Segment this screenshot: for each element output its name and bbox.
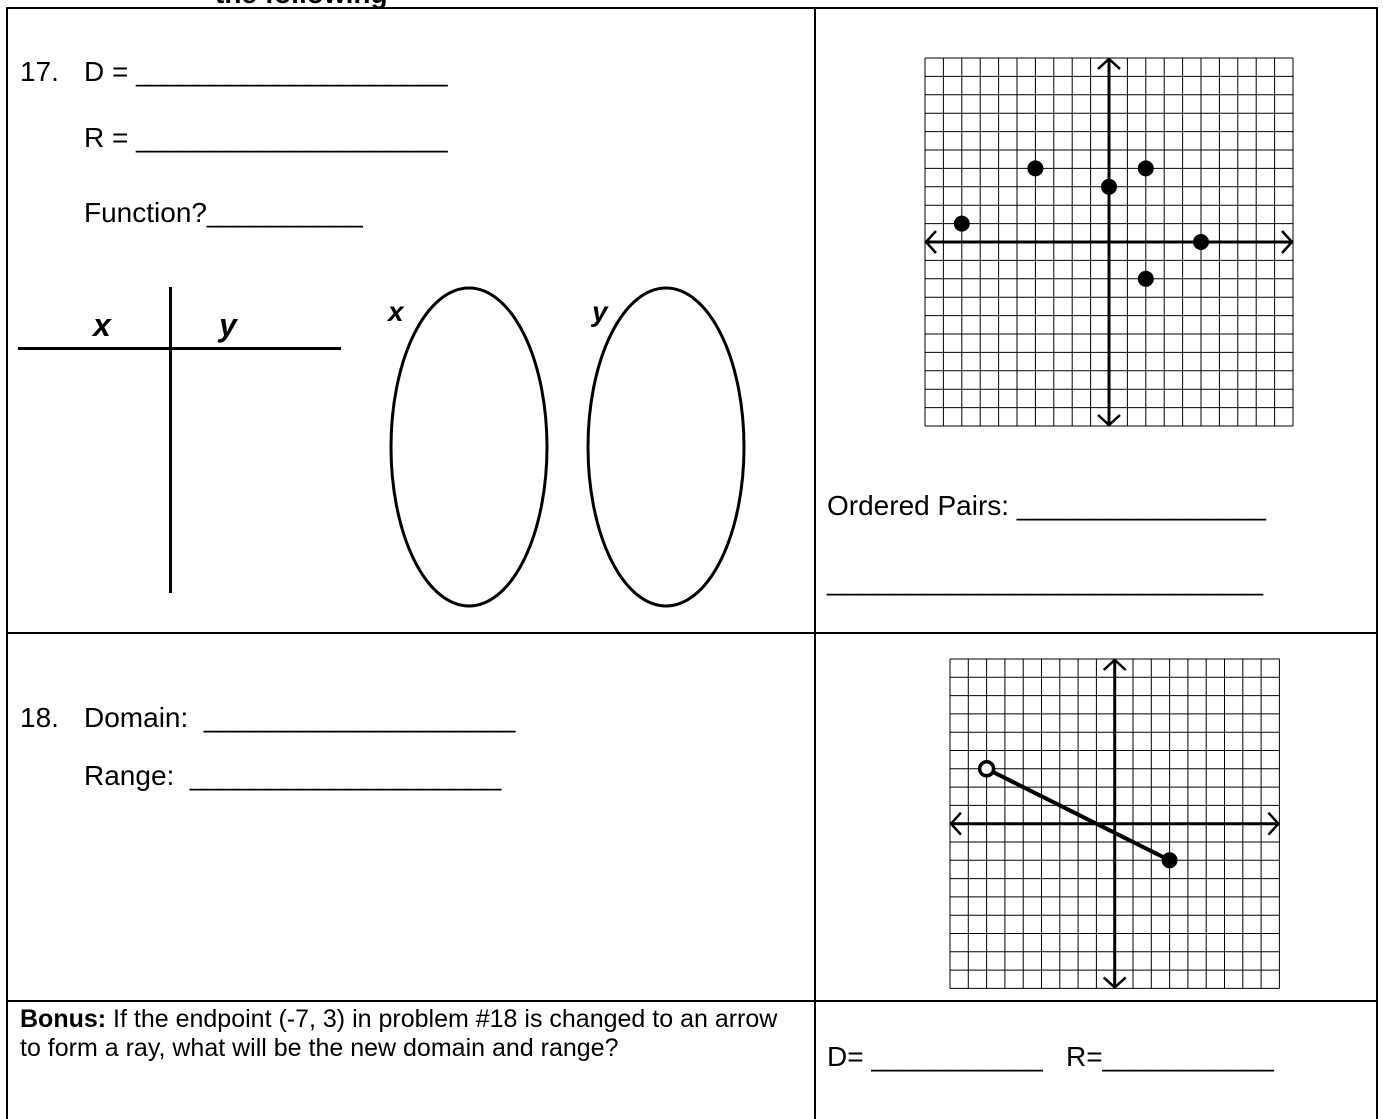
axes bbox=[949, 658, 1281, 990]
axes bbox=[924, 57, 1294, 427]
open-endpoint bbox=[977, 760, 996, 778]
x-axis-right-arrow bbox=[1281, 230, 1294, 254]
problem-17-domain-line: D = ____________________ bbox=[84, 56, 448, 87]
plotted-point bbox=[1137, 160, 1154, 177]
table-border-left bbox=[6, 7, 8, 1119]
closed-endpoint bbox=[1161, 852, 1178, 869]
bonus-text: If the endpoint (-7, 3) in problem #18 i… bbox=[20, 1005, 778, 1062]
t-chart-header-x: x bbox=[93, 307, 111, 343]
plotted-point bbox=[1137, 270, 1154, 287]
mapping-label-x: x bbox=[388, 296, 404, 327]
t-chart-vertical-line bbox=[169, 287, 172, 593]
problem-17-number: 17. bbox=[20, 56, 59, 87]
plotted-point bbox=[1027, 160, 1044, 177]
t-chart-horizontal-line bbox=[18, 347, 341, 350]
bonus-label: Bonus: bbox=[20, 1005, 107, 1033]
t-chart-header-y: y bbox=[219, 307, 237, 343]
mapping-oval-y bbox=[586, 286, 746, 608]
problem-18-range-line: Range: ____________________ bbox=[84, 760, 502, 791]
problem-18-number: 18. bbox=[20, 702, 59, 733]
y-axis-bottom-arrow bbox=[1097, 414, 1121, 427]
bonus-answer-line: D= ___________ R=___________ bbox=[827, 1041, 1274, 1072]
problem-18-domain-line: Domain: ____________________ bbox=[84, 702, 516, 733]
y-axis-bottom-arrow bbox=[1102, 976, 1127, 990]
y-axis-top-arrow bbox=[1102, 658, 1127, 671]
problem-17-function-line: Function?__________ bbox=[84, 197, 363, 228]
page-header-partial: the following bbox=[215, 0, 388, 10]
table-border-row2 bbox=[6, 1000, 1378, 1002]
x-axis-left-arrow bbox=[924, 230, 937, 254]
y-axis-top-arrow bbox=[1097, 57, 1121, 70]
table-border-top bbox=[6, 7, 1378, 9]
table-border-middle bbox=[814, 7, 816, 1119]
table-border-row1 bbox=[6, 632, 1378, 634]
plotted-point bbox=[953, 215, 970, 232]
ordered-pairs-line-2: ____________________________ bbox=[827, 565, 1264, 596]
plotted-point bbox=[1193, 234, 1209, 250]
x-axis-right-arrow bbox=[1267, 811, 1281, 836]
x-axis-left-arrow bbox=[949, 811, 962, 836]
ordered-pairs-line: Ordered Pairs: ________________ bbox=[827, 490, 1267, 521]
mapping-oval-x bbox=[389, 286, 549, 608]
mapping-label-y: y bbox=[592, 296, 608, 327]
problem-17-range-line: R = ____________________ bbox=[84, 122, 448, 153]
bonus-question: Bonus: If the endpoint (-7, 3) in proble… bbox=[20, 1005, 800, 1063]
plotted-point bbox=[1101, 178, 1117, 195]
table-border-right bbox=[1376, 7, 1378, 1119]
line-segment bbox=[985, 767, 1171, 863]
